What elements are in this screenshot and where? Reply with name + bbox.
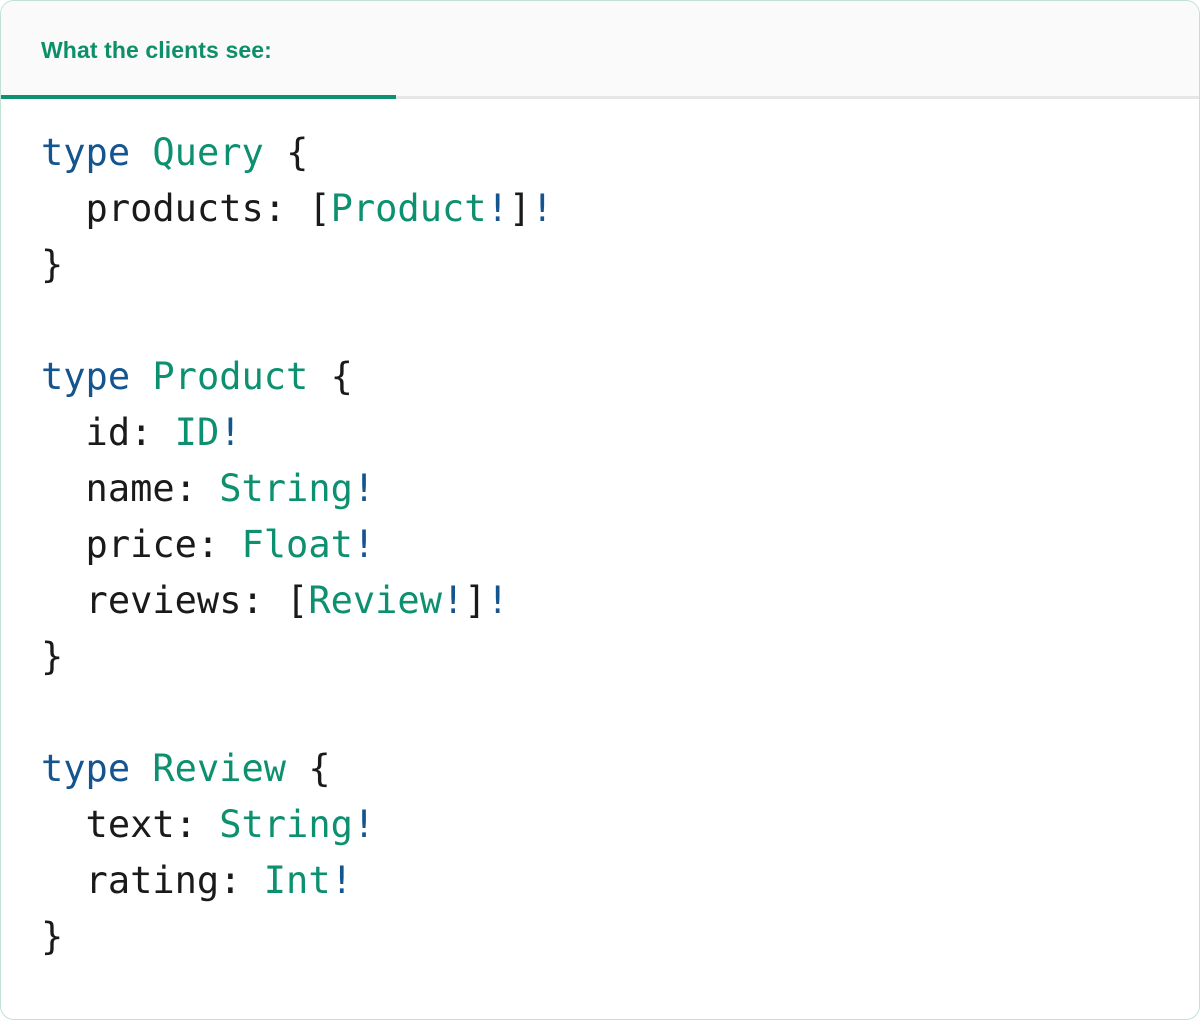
code-token: } [41, 635, 64, 678]
code-token [264, 131, 286, 174]
code-token: ! [352, 467, 376, 510]
code-line: } [41, 629, 1199, 685]
code-token [130, 747, 152, 790]
code-token: reviews: [41, 579, 264, 622]
tab-what-the-clients-see[interactable]: What the clients see: [1, 1, 396, 99]
code-token: type [41, 355, 131, 398]
code-pane[interactable]: type Query { products: [Product!]!} type… [1, 99, 1199, 995]
code-line: } [41, 909, 1199, 965]
code-token: String [219, 803, 353, 846]
code-token: Review [308, 579, 442, 622]
code-token: ! [352, 803, 376, 846]
code-token: Review [152, 747, 287, 790]
tab-label: What the clients see: [41, 36, 272, 63]
code-token: ] [464, 579, 487, 622]
code-line: id: ID! [41, 405, 1199, 461]
code-line: price: Float! [41, 517, 1199, 573]
code-line: } [41, 237, 1199, 293]
code-token [152, 411, 174, 454]
code-token: name: [41, 467, 197, 510]
code-token: [ [286, 579, 309, 622]
code-token: type [41, 131, 131, 174]
code-line: type Query { [41, 125, 1199, 181]
code-line: type Product { [41, 349, 1199, 405]
code-token: } [41, 243, 64, 286]
code-token [286, 187, 308, 230]
graphql-schema-code: type Query { products: [Product!]!} type… [41, 125, 1199, 965]
code-line: type Review { [41, 741, 1199, 797]
code-token: price: [41, 523, 220, 566]
code-token: { [330, 355, 353, 398]
code-token: } [41, 915, 64, 958]
code-token: ! [330, 859, 353, 902]
tab-strip-divider [396, 96, 1199, 99]
code-token: ! [486, 187, 509, 230]
code-token [130, 131, 152, 174]
active-tab-underline [1, 95, 396, 99]
code-token [197, 467, 219, 510]
code-token: id: [41, 411, 153, 454]
code-token [197, 803, 219, 846]
code-token: type [41, 747, 131, 790]
code-token [286, 747, 308, 790]
code-token [264, 579, 286, 622]
code-line [41, 293, 1199, 349]
code-token: ! [441, 579, 465, 622]
code-line: name: String! [41, 461, 1199, 517]
code-line: rating: Int! [41, 853, 1199, 909]
code-line [41, 685, 1199, 741]
code-token: { [308, 747, 331, 790]
code-token: { [286, 131, 309, 174]
code-token [308, 355, 330, 398]
code-line: products: [Product!]! [41, 181, 1199, 237]
code-token: Product [152, 355, 309, 398]
code-line: reviews: [Review!]! [41, 573, 1199, 629]
code-line: text: String! [41, 797, 1199, 853]
code-token [219, 523, 241, 566]
code-token [130, 355, 152, 398]
code-token: String [219, 467, 353, 510]
code-token: Int [263, 859, 331, 902]
code-token: products: [41, 187, 287, 230]
code-token: ! [352, 523, 376, 566]
code-token: ! [531, 187, 554, 230]
code-token: text: [41, 803, 197, 846]
code-token: Float [241, 523, 353, 566]
code-token: rating: [41, 859, 242, 902]
tab-strip: What the clients see: [1, 1, 1199, 99]
code-token: Product [330, 187, 487, 230]
code-token [241, 859, 263, 902]
code-token: ! [219, 411, 242, 454]
code-token: ] [508, 187, 532, 230]
code-token: [ [308, 187, 331, 230]
code-token: Query [152, 131, 264, 174]
code-token: ID [174, 411, 220, 454]
code-token: ! [486, 579, 509, 622]
